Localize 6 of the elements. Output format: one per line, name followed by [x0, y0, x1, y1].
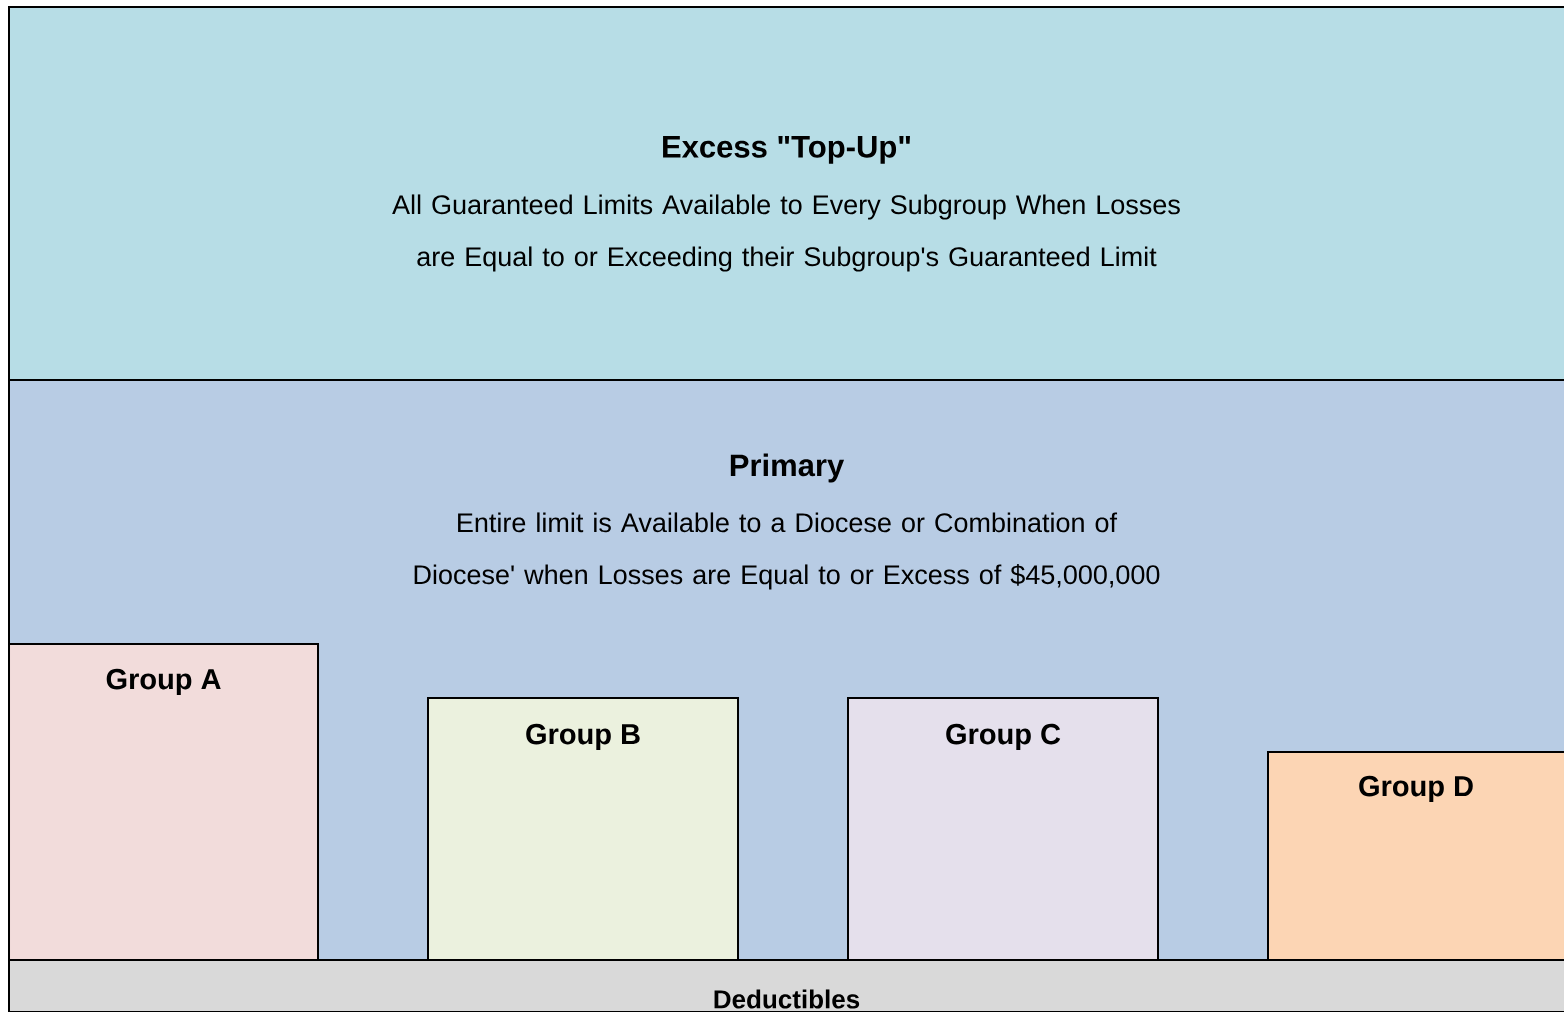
- group-box: Group B: [427, 697, 739, 961]
- group-box: Group D: [1267, 751, 1564, 961]
- layer-band: Excess "Top-Up" All Guaranteed Limits Available to Every Subgroup When Losses are Equal to or Exceeding their Subgroup's Guaranteed Limit: [8, 6, 1564, 381]
- group-box: Group A: [8, 643, 319, 961]
- layer-band: Deductibles: [8, 959, 1564, 1012]
- group-box: Group C: [847, 697, 1159, 961]
